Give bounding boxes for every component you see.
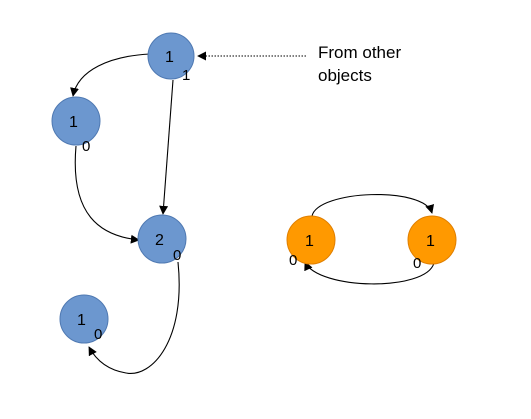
node-orange-left: 1 0 (286, 215, 336, 269)
node-orange-right-circle (407, 215, 457, 265)
node-top-main-count: 1 (165, 49, 174, 66)
edge-orange-right-to-left (304, 261, 435, 285)
node-top: 1 1 (147, 32, 195, 84)
node-orange-left-sub-count: 0 (289, 252, 297, 269)
note-line-1: From other (318, 43, 401, 62)
node-middle-circle (137, 214, 187, 264)
node-top-sub-count: 1 (182, 67, 190, 84)
edge-middle-to-bottom (88, 261, 180, 374)
node-top-circle (147, 32, 195, 80)
external-reference-note: From other objects (318, 43, 401, 85)
node-orange-right: 1 0 (407, 215, 457, 272)
node-left-circle (51, 96, 101, 146)
node-orange-right-sub-count: 0 (413, 255, 421, 272)
edge-top-to-middle (159, 79, 174, 215)
node-middle: 2 0 (137, 214, 187, 264)
node-left-main-count: 1 (69, 114, 78, 131)
node-orange-right-main-count: 1 (426, 233, 435, 250)
node-bottom-sub-count: 0 (94, 326, 102, 343)
edge-orange-left-to-right (311, 193, 434, 217)
node-bottom-main-count: 1 (77, 312, 86, 329)
node-orange-left-circle (286, 215, 336, 265)
note-line-2: objects (318, 66, 372, 85)
node-bottom-circle (59, 294, 109, 344)
node-middle-main-count: 2 (155, 232, 164, 249)
node-bottom: 1 0 (59, 294, 109, 344)
edge-top-to-left (70, 53, 151, 97)
edge-left-to-middle (74, 145, 140, 244)
node-orange-left-main-count: 1 (305, 233, 314, 250)
node-left-sub-count: 0 (82, 138, 90, 155)
node-middle-sub-count: 0 (173, 247, 181, 264)
node-left: 1 0 (51, 96, 101, 155)
